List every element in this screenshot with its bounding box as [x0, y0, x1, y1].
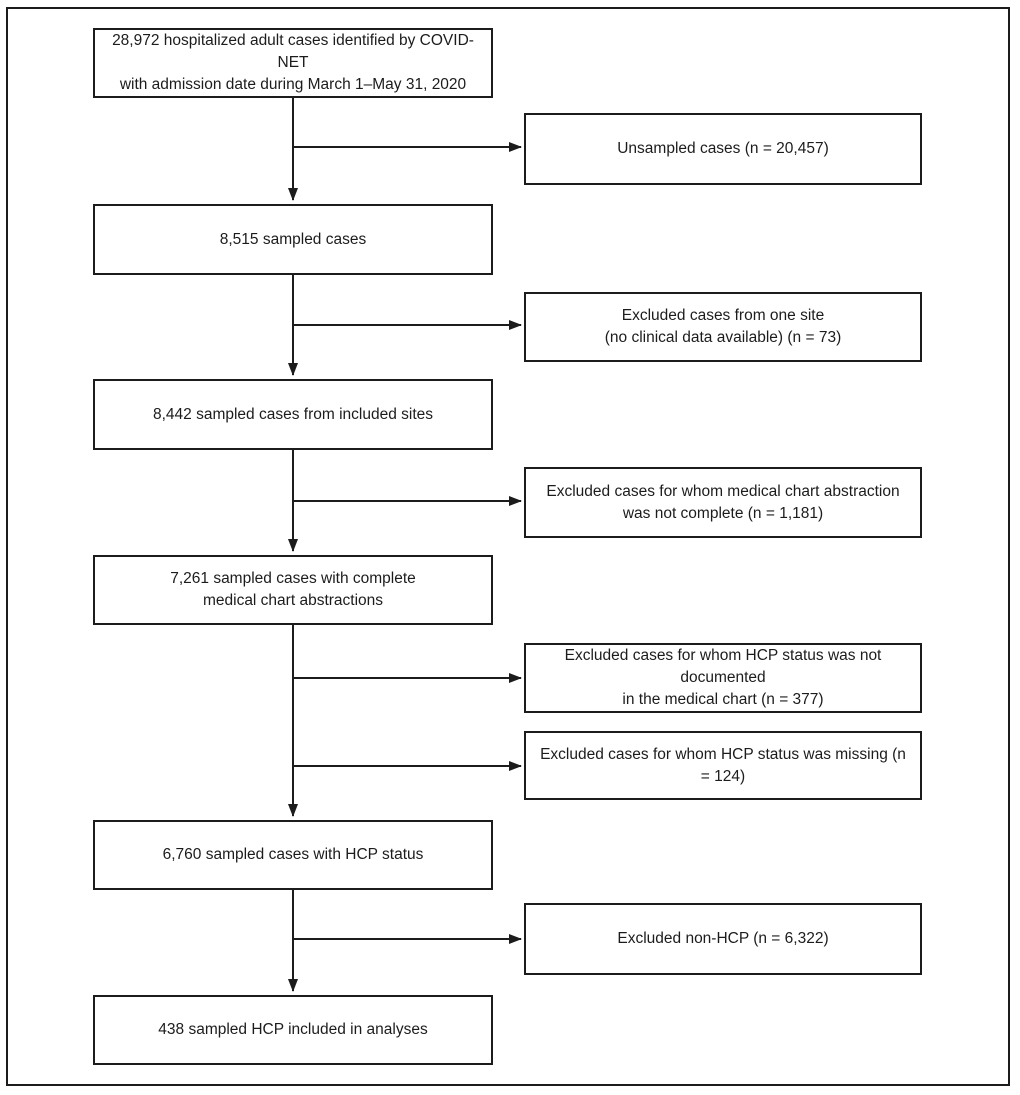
box-identified-cases: 28,972 hospitalized adult cases identifi… [93, 28, 493, 98]
box-excl-unsampled: Unsampled cases (n = 20,457) [524, 113, 922, 185]
diagram-border-frame [6, 7, 1010, 1086]
box-hcp-status: 6,760 sampled cases with HCP status [93, 820, 493, 890]
box-excl-hcp-not-documented: Excluded cases for whom HCP status was n… [524, 643, 922, 713]
box-complete-abstractions: 7,261 sampled cases with complete medica… [93, 555, 493, 625]
box-sampled-cases: 8,515 sampled cases [93, 204, 493, 275]
box-excl-non-hcp: Excluded non-HCP (n = 6,322) [524, 903, 922, 975]
box-excl-one-site: Excluded cases from one site (no clinica… [524, 292, 922, 362]
box-final-hcp-analyses: 438 sampled HCP included in analyses [93, 995, 493, 1065]
box-excl-incomplete-abstraction: Excluded cases for whom medical chart ab… [524, 467, 922, 538]
box-excl-hcp-missing: Excluded cases for whom HCP status was m… [524, 731, 922, 800]
box-included-sites: 8,442 sampled cases from included sites [93, 379, 493, 450]
